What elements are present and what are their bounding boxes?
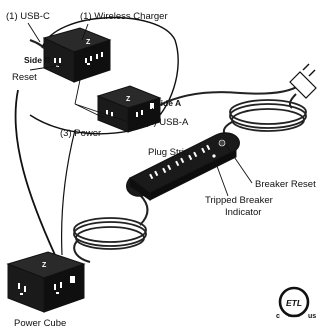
magnifier-pointer-line bbox=[16, 90, 55, 255]
cube-top-logo: Z bbox=[86, 39, 91, 46]
label-usb-c: (1) USB-C bbox=[6, 11, 50, 22]
wall-plug bbox=[290, 64, 316, 108]
power-cube: Z bbox=[8, 252, 84, 312]
power-cube-logo: Z bbox=[42, 262, 47, 269]
cert-mark-under: LISTED bbox=[288, 314, 301, 318]
cord-strip-to-coil bbox=[140, 195, 148, 225]
label-tripped-breaker-line1: Tripped Breaker bbox=[205, 195, 273, 206]
label-power-cube: Power Cube bbox=[14, 318, 66, 329]
tripped-breaker-indicator-light bbox=[212, 154, 215, 157]
label-plug-strip: Plug Strip bbox=[148, 147, 189, 158]
label-usb-a: (1) USB-A bbox=[145, 117, 189, 128]
plug-strip bbox=[127, 133, 240, 200]
label-breaker-reset: Breaker Reset bbox=[255, 179, 316, 190]
cert-mark-center: ETL bbox=[286, 298, 302, 308]
label-power: (3) Power bbox=[60, 128, 101, 139]
label-reset: Reset bbox=[12, 72, 37, 83]
label-wireless-charger: (1) Wireless Charger bbox=[80, 11, 168, 22]
cert-mark-right: us bbox=[308, 313, 316, 320]
label-side-a: Side A bbox=[155, 98, 181, 108]
label-side-b: Side B bbox=[24, 55, 50, 65]
label-tripped-breaker-line2: Indicator bbox=[225, 207, 261, 218]
cord-coil-lower bbox=[74, 218, 146, 249]
cube-a-logo: Z bbox=[126, 96, 131, 103]
cert-mark-left: c bbox=[276, 313, 280, 320]
etl-listed-mark: ETL c us LISTED bbox=[276, 288, 316, 320]
cord-coil-upper bbox=[230, 100, 306, 131]
breaker-reset-button bbox=[219, 140, 225, 146]
magnifier-pointer-line-2 bbox=[62, 130, 75, 255]
